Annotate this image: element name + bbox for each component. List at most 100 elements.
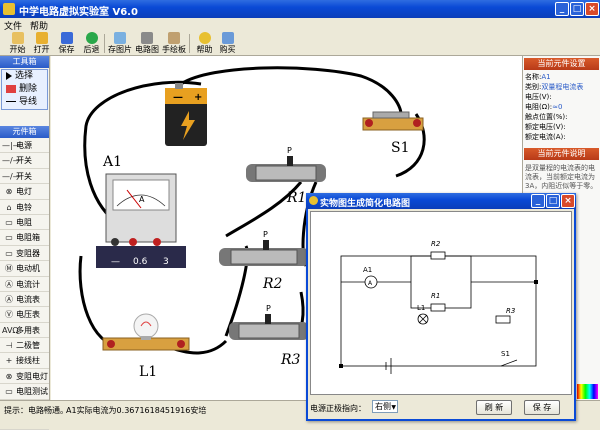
component-label: 电动机 xyxy=(16,264,40,274)
back-button[interactable]: 后退 xyxy=(80,32,103,55)
ammeter-unit-label: A xyxy=(139,195,145,204)
component-item[interactable]: ⊗电灯 xyxy=(0,184,49,200)
start-button[interactable]: 开始 xyxy=(6,32,29,55)
maximize-button[interactable]: □ xyxy=(570,2,584,16)
component-icon: —/— xyxy=(2,171,21,181)
property-key: 类别: xyxy=(525,83,542,91)
ammeter-a1-component[interactable] xyxy=(96,173,186,268)
schematic-label-r2: R2 xyxy=(431,240,441,248)
toolbar: 开始 打开 保存 后退 存图片 电路图 手绘板 帮助 购买 xyxy=(0,31,600,56)
component-item[interactable]: ⊣二极管 xyxy=(0,338,49,354)
component-icon: Ⓜ xyxy=(5,264,13,274)
svg-text:+: + xyxy=(194,92,202,103)
component-item[interactable]: —/—开关 xyxy=(0,169,49,185)
buy-button[interactable]: 购买 xyxy=(216,32,239,55)
component-label: 电阻箱 xyxy=(16,233,40,243)
wire xyxy=(225,181,303,238)
property-key: 触点位置(%): xyxy=(525,113,568,121)
battery-component[interactable]: — + xyxy=(165,83,207,146)
tool-wire[interactable]: 导线 xyxy=(2,96,47,109)
save-button[interactable]: 保存 xyxy=(55,32,78,55)
open-button[interactable]: 打开 xyxy=(30,32,53,55)
dialog-title-bar: 实物图生成简化电路图 _ □ × xyxy=(306,193,576,209)
component-item[interactable]: ⌂电铃 xyxy=(0,200,49,215)
property-row[interactable]: 电阻(Ω):≈0 xyxy=(523,102,600,112)
label-a1: A1 xyxy=(102,154,122,170)
tool-delete[interactable]: 删除 xyxy=(2,83,47,96)
component-item[interactable]: ▭电阻测试 xyxy=(0,384,49,400)
property-row[interactable]: 名称:A1 xyxy=(523,72,600,82)
property-row[interactable]: 电压(V): xyxy=(523,92,600,102)
tool-select[interactable]: 选择 xyxy=(2,70,47,83)
component-item[interactable]: ⊗变阻电灯 xyxy=(0,369,49,385)
component-item[interactable]: AVΩ多用表 xyxy=(0,323,49,339)
description-header: 当前元件说明 xyxy=(524,148,599,160)
label-r2: R2 xyxy=(262,276,283,292)
menu-file[interactable]: 文件 xyxy=(4,22,23,32)
direction-select[interactable]: 右侧▼ xyxy=(372,400,398,413)
component-icon: ▭ xyxy=(5,217,13,227)
component-item[interactable]: ▭电阻 xyxy=(0,215,49,231)
toolbox-header: 工具箱 xyxy=(0,56,49,68)
component-label: 电压表 xyxy=(16,310,40,320)
circuit-diagram-button[interactable]: 电路图 xyxy=(134,32,160,55)
rheostat-r3-component[interactable] xyxy=(229,314,309,340)
component-item[interactable]: —|—电源 xyxy=(0,138,49,154)
component-icon: ⊣ xyxy=(5,341,13,351)
property-row[interactable]: 额定电流(A): xyxy=(523,132,600,142)
sketch-board-button[interactable]: 手绘板 xyxy=(161,32,187,55)
save-image-button[interactable]: 存图片 xyxy=(107,32,133,55)
new-icon xyxy=(11,32,24,44)
schematic-label-a1: A1 xyxy=(363,266,372,274)
dialog-minimize-button[interactable]: _ xyxy=(531,194,545,208)
component-item[interactable]: ▭电阻箱 xyxy=(0,230,49,246)
component-label: 电灯 xyxy=(16,187,32,197)
dialog-close-button[interactable]: × xyxy=(561,194,575,208)
component-icon: —|— xyxy=(2,141,21,150)
component-icon: + xyxy=(5,356,13,366)
menu-help[interactable]: 帮助 xyxy=(30,22,49,32)
wire xyxy=(78,255,122,348)
property-row[interactable]: 类别:双量程电流表 xyxy=(523,82,600,92)
help-button[interactable]: 帮助 xyxy=(193,32,216,55)
ammeter-range-high: 3 xyxy=(163,257,169,267)
help-icon xyxy=(198,32,211,44)
left-panel: 工具箱 选择 删除 导线 元件箱 —|—电源—/—开关—/—开关⊗电灯⌂电铃▭电… xyxy=(0,56,50,430)
dialog-maximize-button[interactable]: □ xyxy=(546,194,560,208)
property-value: 双量程电流表 xyxy=(541,83,584,91)
property-row[interactable]: 额定电压(V): xyxy=(523,122,600,132)
save-schematic-button[interactable]: 保 存 xyxy=(524,400,560,415)
schematic-diagram: A A1 R2 R1 R3 L1 S1 xyxy=(339,240,538,374)
refresh-button[interactable]: 刷 新 xyxy=(476,400,512,415)
property-key: 电压(V): xyxy=(525,93,552,101)
bulb-l1-component[interactable] xyxy=(102,313,190,351)
property-row[interactable]: 触点位置(%): xyxy=(523,112,600,122)
schematic-label-l1: L1 xyxy=(417,304,425,312)
label-l1: L1 xyxy=(139,364,157,380)
minimize-button[interactable]: _ xyxy=(555,2,569,16)
component-item[interactable]: —/—开关 xyxy=(0,153,49,169)
component-item[interactable]: ▭变阻器 xyxy=(0,246,49,262)
dialog-footer: 电源正极指向： 右侧▼ 刷 新 保 存 xyxy=(310,399,572,417)
rheostat-r1-component[interactable] xyxy=(246,156,326,182)
svg-text:—: — xyxy=(173,92,183,103)
dialog-title: 实物图生成简化电路图 xyxy=(320,199,411,209)
component-label: 变阻器 xyxy=(16,248,40,258)
component-label: 开关 xyxy=(16,156,32,166)
wire-icon xyxy=(6,101,16,102)
property-key: 额定电流(A): xyxy=(525,133,566,141)
close-button[interactable]: × xyxy=(585,2,599,16)
switch-s1-component[interactable] xyxy=(362,111,424,131)
rheostat-r2-component[interactable] xyxy=(219,240,309,266)
color-palette[interactable] xyxy=(577,384,598,399)
component-item[interactable]: +接线柱 xyxy=(0,353,49,369)
component-label: 变阻电灯 xyxy=(16,371,48,381)
component-icon: —/— xyxy=(2,156,21,166)
schematic-dialog: 实物图生成简化电路图 _ □ × A A1 R xyxy=(306,193,576,421)
